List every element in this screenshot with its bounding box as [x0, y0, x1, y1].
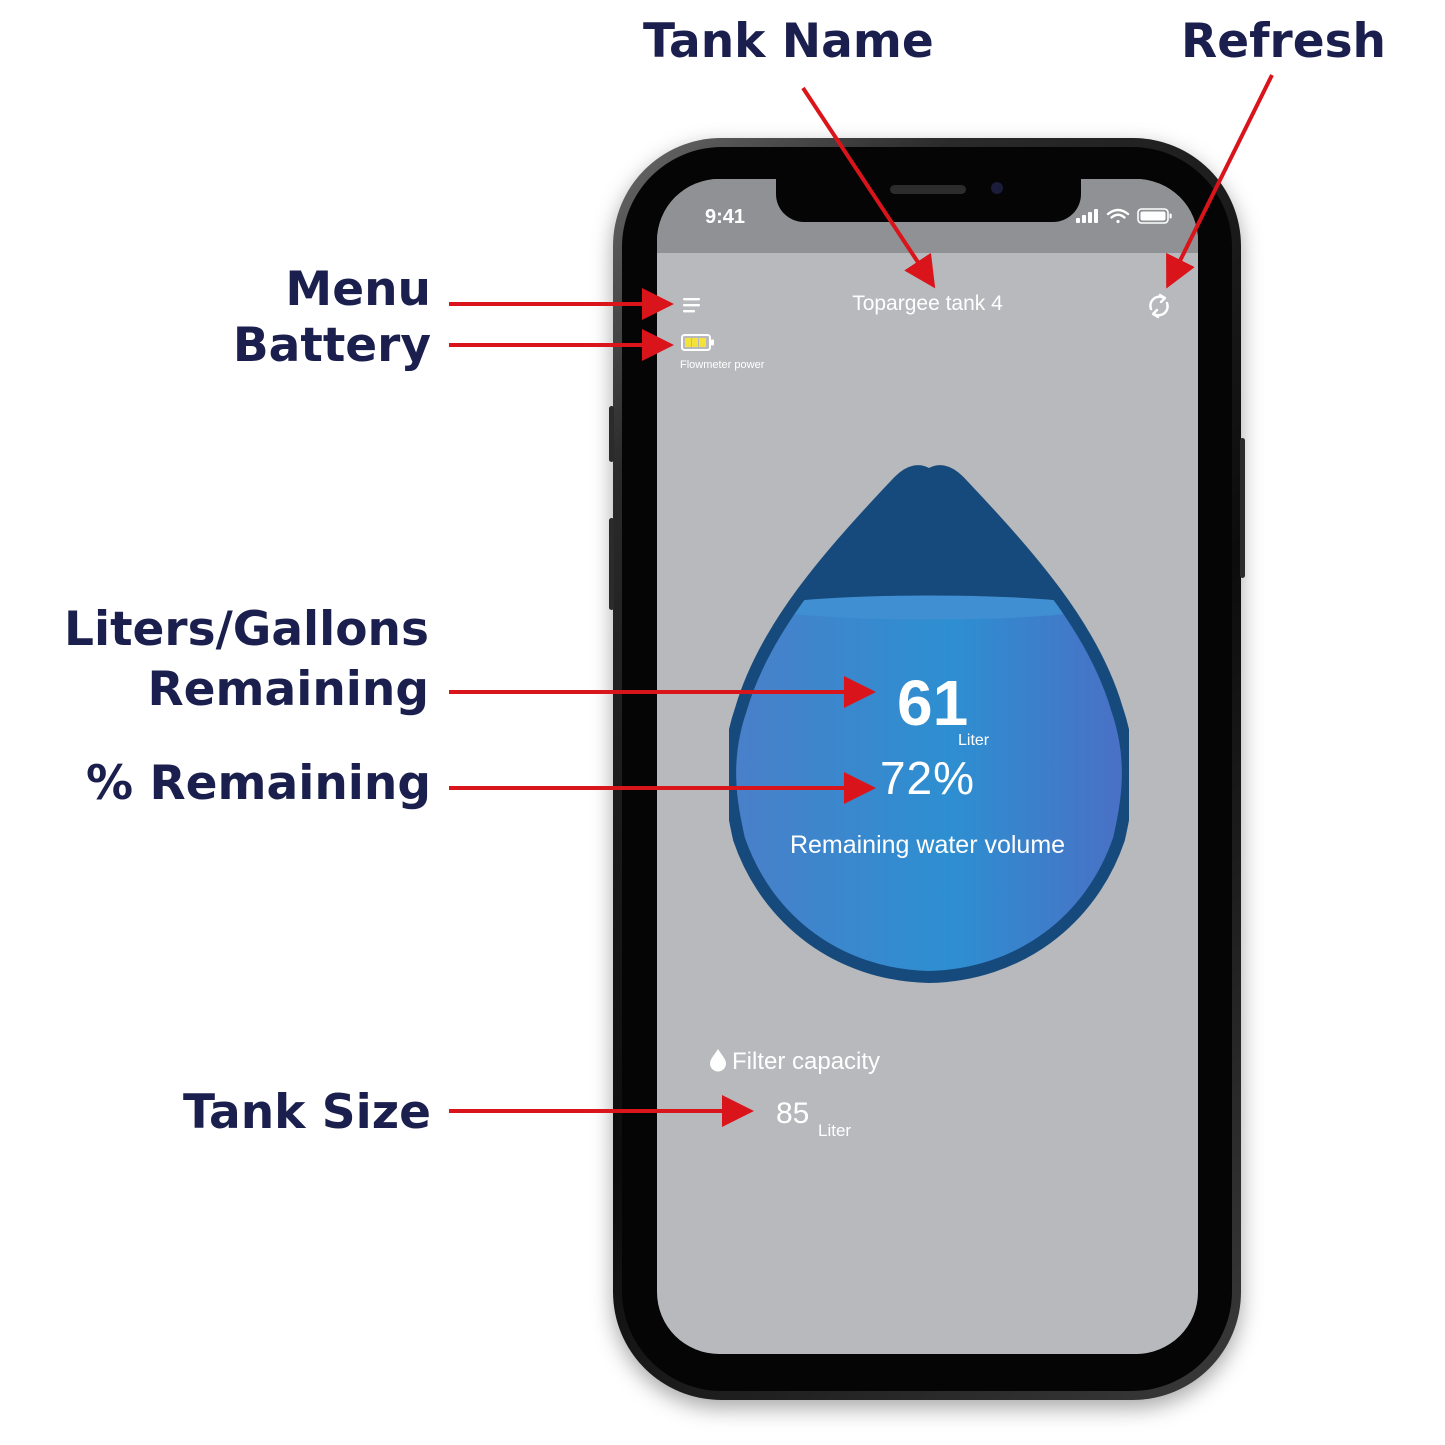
phone-side-button [609, 406, 614, 462]
phone-notch [776, 179, 1081, 222]
app-screen: 9:41 [657, 179, 1198, 1354]
water-drop-icon [709, 1048, 727, 1077]
annotation-percent-remaining: % Remaining [86, 756, 431, 811]
drop-rim [729, 465, 1129, 984]
phone-frame: 9:41 [609, 138, 1245, 1400]
status-icons [1076, 207, 1174, 230]
water-fill [730, 607, 1128, 978]
annotation-menu: Menu [285, 262, 431, 317]
menu-icon [683, 298, 700, 313]
filter-capacity-unit: Liter [818, 1121, 852, 1140]
battery-status-icon [1137, 208, 1172, 224]
phone-power-button [1240, 438, 1245, 578]
annotation-liters-gallons: Liters/Gallons [64, 602, 429, 657]
front-camera [991, 182, 1003, 194]
annotation-liters-remaining: Remaining [147, 662, 429, 717]
phone-volume-up-button [609, 518, 614, 610]
remaining-volume-value: 61 [897, 667, 969, 739]
annotation-refresh: Refresh [1181, 14, 1387, 69]
signal-icon [1076, 209, 1098, 223]
filter-capacity-label: Filter capacity [732, 1048, 881, 1075]
remaining-percent: 72% [879, 752, 976, 804]
refresh-button[interactable] [1145, 292, 1173, 320]
filter-capacity-value: 85 [776, 1097, 810, 1130]
earpiece-speaker [890, 185, 966, 194]
water-level-gauge [729, 465, 1129, 984]
wifi-icon [1106, 208, 1130, 224]
annotation-tank-size: Tank Size [183, 1085, 431, 1140]
annotation-tank-name: Tank Name [643, 14, 934, 69]
tank-name-title: Topargee tank 4 [852, 292, 1003, 315]
battery-icon [681, 333, 715, 358]
annotation-battery: Battery [232, 318, 431, 373]
remaining-volume-label: Remaining water volume [789, 831, 1066, 859]
menu-button[interactable] [681, 295, 705, 315]
remaining-volume-unit: Liter [958, 732, 990, 749]
battery-label: Flowmeter power [680, 359, 765, 371]
status-time: 9:41 [705, 206, 746, 228]
refresh-icon [1149, 293, 1169, 319]
water-surface [769, 595, 1089, 620]
